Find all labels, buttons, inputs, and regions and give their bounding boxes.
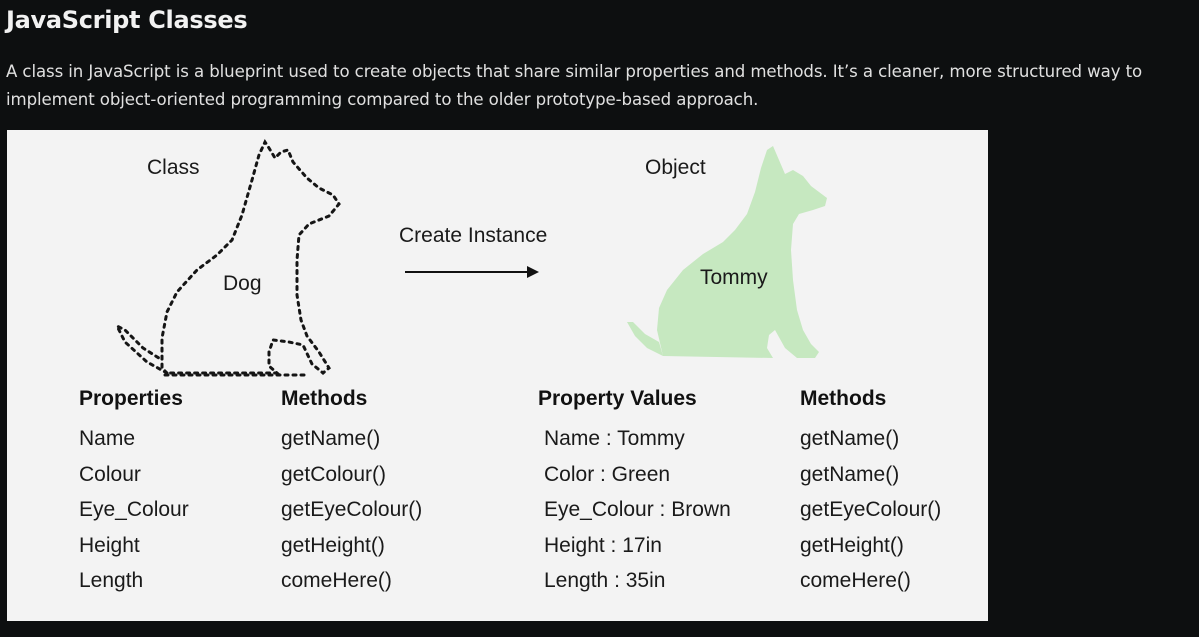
list-item: Height — [79, 534, 189, 570]
class-label: Class — [147, 156, 200, 180]
list-item: getHeight() — [281, 534, 422, 570]
list-item: Eye_Colour — [79, 498, 189, 534]
object-label: Object — [645, 156, 706, 180]
object-name-label: Tommy — [700, 266, 768, 290]
object-values-list: Name : Tommy Color : Green Eye_Colour : … — [544, 427, 731, 605]
arrow-head-icon — [527, 266, 539, 278]
list-item: Name — [79, 427, 189, 463]
class-methods-list: getName() getColour() getEyeColour() get… — [281, 427, 422, 605]
property-values-header: Property Values — [538, 387, 697, 411]
list-item: getName() — [281, 427, 422, 463]
list-item: comeHere() — [800, 569, 941, 605]
class-methods-header: Methods — [281, 387, 367, 411]
list-item: Name : Tommy — [544, 427, 731, 463]
class-properties-list: Name Colour Eye_Colour Height Length — [79, 427, 189, 605]
object-methods-header: Methods — [800, 387, 886, 411]
class-object-diagram: Class Dog Create Instance Object Tommy P… — [7, 130, 988, 621]
list-item: getEyeColour() — [800, 498, 941, 534]
list-item: Height : 17in — [544, 534, 731, 570]
list-item: Length — [79, 569, 189, 605]
list-item: Length : 35in — [544, 569, 731, 605]
arrow-label: Create Instance — [399, 224, 547, 248]
object-methods-list: getName() getName() getEyeColour() getHe… — [800, 427, 941, 605]
page-title: JavaScript Classes — [6, 2, 247, 38]
list-item: Color : Green — [544, 463, 731, 499]
list-item: getColour() — [281, 463, 422, 499]
intro-paragraph: A class in JavaScript is a blueprint use… — [6, 58, 1194, 114]
list-item: getName() — [800, 427, 941, 463]
properties-header: Properties — [79, 387, 183, 411]
list-item: Eye_Colour : Brown — [544, 498, 731, 534]
list-item: getHeight() — [800, 534, 941, 570]
list-item: Colour — [79, 463, 189, 499]
list-item: getName() — [800, 463, 941, 499]
list-item: getEyeColour() — [281, 498, 422, 534]
list-item: comeHere() — [281, 569, 422, 605]
class-name-label: Dog — [223, 272, 262, 296]
